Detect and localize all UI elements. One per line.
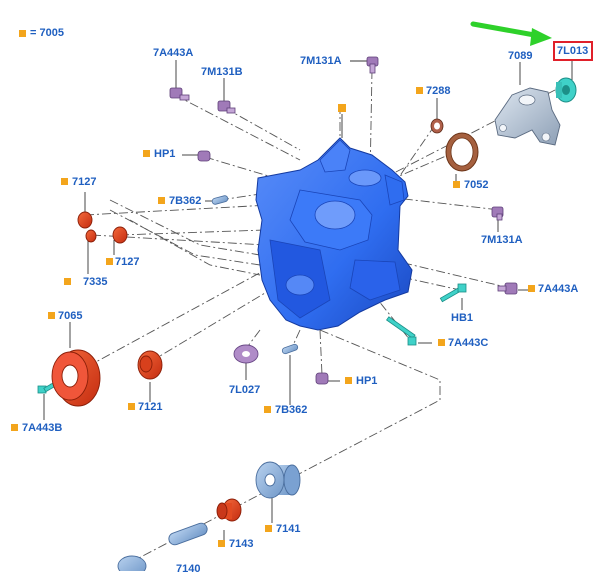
label-7288: 7288: [426, 85, 451, 97]
label-7052: 7052: [464, 179, 489, 191]
label-7M131A-right: 7M131A: [481, 234, 523, 246]
bolt-7M131A-top: [366, 56, 379, 74]
label-7121: 7121: [138, 401, 163, 413]
legend-marker: [19, 30, 26, 37]
label-HP1-top: HP1: [154, 148, 176, 160]
part-7089-flange: [494, 87, 561, 146]
part-7L013-seal: [555, 77, 577, 103]
bolt-HP1-top: [197, 150, 211, 162]
legend-text: = 7005: [30, 27, 64, 39]
part-7052-seal: [445, 132, 479, 172]
bolt-7A443A-top: [169, 87, 190, 101]
label-HB1: HB1: [451, 312, 474, 324]
red-parts: [51, 211, 242, 522]
part-7141: [255, 461, 301, 499]
label-7L013: 7L013: [557, 45, 589, 57]
label-7A443A-right: 7A443A: [538, 283, 579, 295]
label-7M131A-top: 7M131A: [300, 55, 342, 67]
label-7A443B: 7A443B: [22, 422, 63, 434]
part-bottom-gear: [117, 555, 147, 571]
transmission-housing: [255, 137, 413, 331]
bolt-7A443C: [386, 316, 417, 346]
label-7089: 7089: [508, 50, 533, 62]
label-7B362-top: 7B362: [169, 195, 202, 207]
part-7127-mid: [112, 226, 128, 244]
bolt-7M131B: [217, 100, 236, 114]
label-7141: 7141: [276, 523, 301, 535]
part-7288-ring: [430, 118, 444, 134]
bolt-7M131A-right: [491, 206, 504, 221]
label-7065: 7065: [58, 310, 83, 322]
part-7127-top: [77, 211, 93, 229]
green-arrow-icon: [470, 21, 552, 46]
label-7335: 7335: [83, 276, 108, 288]
part-7L027-washer: [233, 344, 259, 364]
label-7M131B: 7M131B: [201, 66, 243, 78]
teal-bolts: [37, 283, 467, 394]
label-7B362-bottom: 7B362: [275, 404, 308, 416]
part-7121: [137, 350, 163, 380]
part-7140: [168, 522, 208, 546]
label-7140: 7140: [176, 563, 201, 575]
highlight-box-7L013: [553, 41, 593, 61]
light-blue-parts: [117, 461, 301, 571]
bolts-purple: [169, 56, 518, 385]
bolt-7A443A-right: [497, 282, 518, 295]
label-7A443C: 7A443C: [448, 337, 489, 349]
label-7L027: 7L027: [229, 384, 261, 396]
bolt-HB1: [439, 283, 467, 303]
part-7335: [85, 229, 97, 243]
label-7143: 7143: [229, 538, 254, 550]
part-7065-bearing: [51, 349, 101, 407]
part-7143: [216, 498, 242, 522]
label-7A443A-top: 7A443A: [153, 47, 194, 59]
pins-7B362: [211, 195, 299, 355]
label-7127-mid: 7127: [115, 256, 140, 268]
orange-markers: [11, 87, 535, 547]
label-7127-top: 7127: [72, 176, 97, 188]
bolt-HP1-bottom: [315, 372, 329, 385]
label-HP1-bottom: HP1: [356, 375, 378, 387]
